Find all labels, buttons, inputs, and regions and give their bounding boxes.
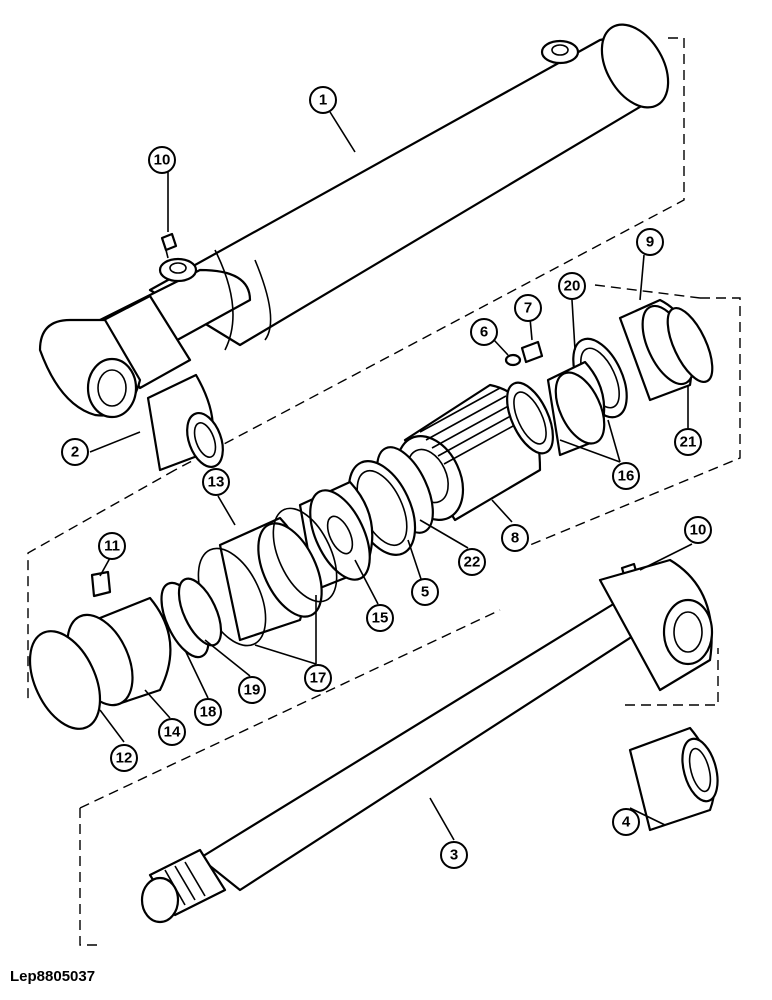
callout-10-top-label: 10 [154, 152, 171, 169]
callout-10-rod-label: 10 [690, 522, 707, 539]
piston-part [197, 507, 338, 647]
callout-9: 9 [636, 228, 664, 256]
callout-3: 3 [440, 841, 468, 869]
callout-2: 2 [61, 438, 89, 466]
leader-lines [89, 111, 693, 841]
callout-13-label: 13 [208, 474, 225, 491]
callout-21-label: 21 [680, 434, 697, 451]
callout-11-label: 11 [104, 538, 120, 555]
callout-7-label: 7 [524, 300, 532, 317]
callout-12-label: 12 [116, 750, 133, 767]
bushing-rod-part [628, 726, 719, 832]
callout-20-label: 20 [564, 278, 581, 295]
ring-19-part [177, 577, 223, 647]
piston-nut-part [298, 480, 374, 592]
callout-5-label: 5 [421, 584, 429, 601]
grease-fitting-top [160, 232, 178, 259]
bushing-top-part [146, 373, 224, 472]
callout-21: 21 [674, 428, 702, 456]
callout-9-label: 9 [646, 234, 654, 251]
ring-20-part [546, 360, 606, 457]
callout-3-label: 3 [450, 847, 458, 864]
ring-12-part [28, 630, 102, 730]
callout-10-rod: 10 [684, 516, 712, 544]
barrel-part [38, 23, 670, 419]
callout-15: 15 [366, 604, 394, 632]
callout-19: 19 [238, 676, 266, 704]
callout-13: 13 [202, 468, 230, 496]
callout-14: 14 [158, 718, 186, 746]
callout-1: 1 [309, 86, 337, 114]
drawing-reference-code: Lep8805037 [10, 968, 96, 985]
snap-ring-part [666, 307, 714, 383]
callout-16: 16 [612, 462, 640, 490]
set-screw-part [520, 340, 544, 364]
callout-18: 18 [194, 698, 222, 726]
callout-4: 4 [612, 808, 640, 836]
callout-7: 7 [514, 294, 542, 322]
callout-18-label: 18 [200, 704, 217, 721]
rod-part [140, 558, 714, 924]
callout-22-label: 22 [464, 554, 481, 571]
callout-12: 12 [110, 744, 138, 772]
callout-8: 8 [501, 524, 529, 552]
callout-6-label: 6 [480, 324, 488, 341]
callout-15-label: 15 [372, 610, 389, 627]
callout-17: 17 [304, 664, 332, 692]
callout-2-label: 2 [71, 444, 79, 461]
assembly-outlines [27, 37, 741, 946]
callout-8-label: 8 [511, 530, 519, 547]
callout-11: 11 [98, 532, 126, 560]
callout-5: 5 [411, 578, 439, 606]
callout-10-top: 10 [148, 146, 176, 174]
callout-17-label: 17 [310, 670, 327, 687]
callout-14-label: 14 [164, 724, 181, 741]
ring-16b-part [506, 381, 554, 455]
callout-20: 20 [558, 272, 586, 300]
callout-16-label: 16 [618, 468, 635, 485]
callout-6: 6 [470, 318, 498, 346]
callout-1-label: 1 [319, 92, 327, 109]
callout-4-label: 4 [622, 814, 631, 831]
callout-22: 22 [458, 548, 486, 576]
washer-part [504, 353, 522, 367]
callout-19-label: 19 [244, 682, 261, 699]
